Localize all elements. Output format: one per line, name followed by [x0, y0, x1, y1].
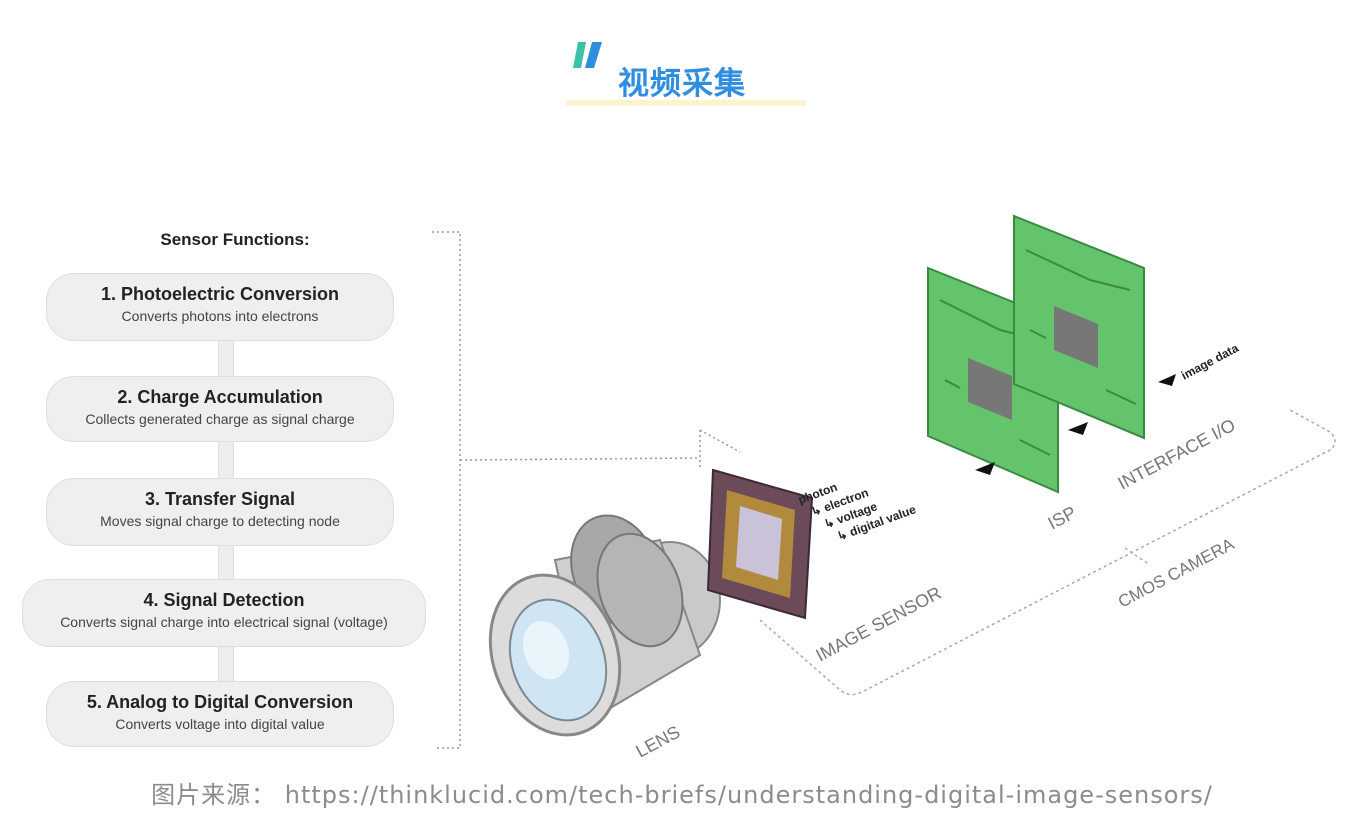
image-sensor-label: IMAGE SENSOR: [812, 583, 944, 666]
camera-platform-outline: [759, 409, 1336, 696]
step-charge-accumulation: 2. Charge Accumulation Collects generate…: [46, 376, 394, 442]
step-transfer-signal: 3. Transfer Signal Moves signal charge t…: [46, 478, 394, 546]
step-connector: [218, 441, 234, 481]
cmos-camera-label: CMOS CAMERA: [1115, 534, 1238, 611]
isp-board-back: [1013, 214, 1145, 440]
bracket-line: [432, 231, 461, 749]
lens-illustration: [488, 514, 721, 737]
connector-line: [459, 457, 701, 461]
image-sensor-chip: [706, 468, 814, 620]
image-data-label: image data: [1179, 341, 1241, 383]
quote-mark-icon: [573, 42, 602, 68]
step-description: Converts voltage into digital value: [115, 716, 325, 732]
step-description: Converts photons into electrons: [121, 308, 319, 324]
cmos-callout-line: [1124, 547, 1151, 566]
step-description: Moves signal charge to detecting node: [100, 513, 340, 529]
signal-flow-labels: photon ↳ electron ↳ voltage ↳ digital va…: [796, 480, 918, 544]
title-underline: [566, 100, 806, 106]
step-description: Collects generated charge as signal char…: [85, 411, 355, 427]
sensor-callout-line: [699, 429, 741, 453]
sensor-functions-title: Sensor Functions:: [160, 230, 310, 249]
step-heading: 2. Charge Accumulation: [117, 387, 323, 407]
step-heading: 4. Signal Detection: [143, 590, 305, 610]
step-connector: [218, 340, 234, 380]
lens-label: LENS: [632, 722, 683, 762]
image-source-caption: 图片来源： https://thinklucid.com/tech-briefs…: [151, 781, 1213, 809]
step-heading: 5. Analog to Digital Conversion: [86, 692, 354, 712]
step-analog-to-digital: 5. Analog to Digital Conversion Converts…: [46, 681, 394, 747]
arrow-icon: [1068, 422, 1088, 435]
isp-label: ISP: [1044, 502, 1079, 533]
step-photoelectric-conversion: 1. Photoelectric Conversion Converts pho…: [46, 273, 394, 341]
step-connector: [218, 545, 234, 581]
section-header: 视频采集: [566, 36, 806, 108]
step-description: Converts signal charge into electrical s…: [60, 614, 388, 630]
arrow-icon: [975, 462, 995, 475]
arrow-icon: [1158, 374, 1176, 386]
step-connector: [218, 646, 234, 682]
step-signal-detection: 4. Signal Detection Converts signal char…: [22, 579, 426, 647]
step-heading: 1. Photoelectric Conversion: [100, 284, 340, 304]
section-title: 视频采集: [618, 66, 746, 102]
step-heading: 3. Transfer Signal: [144, 489, 296, 509]
